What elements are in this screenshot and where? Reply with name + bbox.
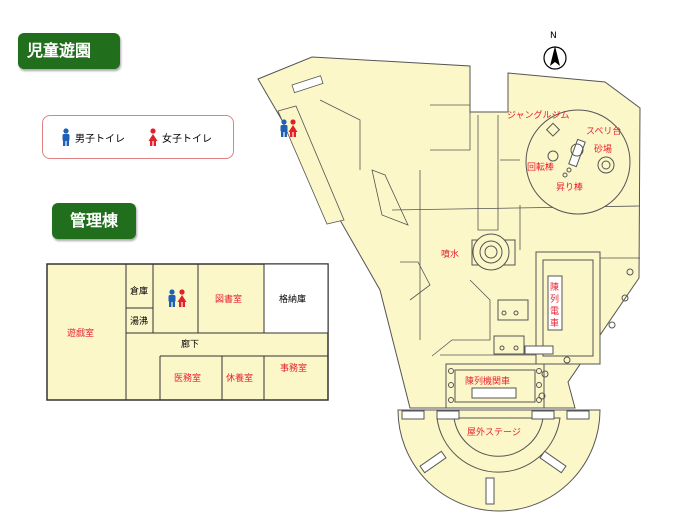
room-boiler: 湯沸	[130, 315, 148, 327]
outdoor-stage: 屋外ステージ	[397, 409, 601, 512]
room-library: 図書室	[215, 293, 242, 305]
label-locomotive: 陳列機関車	[465, 375, 510, 387]
train-car-exhibit: 陳列電車	[493, 251, 601, 365]
park-title-badge: 児童遊園	[18, 33, 120, 69]
male-toilet-icon	[62, 128, 70, 146]
label-sandbox: 砂場	[594, 143, 612, 155]
compass-n-label: N	[550, 31, 557, 41]
female-toilet-icon	[148, 128, 158, 146]
admin-building: 遊戯室 倉庫 湯沸 図書室 格納庫 廊下 医務室 休養室 事務室	[46, 263, 329, 401]
toilet-legend: 男子トイレ 女子トイレ	[42, 115, 234, 159]
label-rotating-bar: 回転棒	[527, 161, 554, 173]
fountain: 噴水	[441, 233, 516, 271]
legend-female: 女子トイレ	[148, 128, 212, 146]
room-playroom: 遊戯室	[67, 327, 94, 339]
room-rest: 休養室	[226, 372, 253, 384]
room-storage: 倉庫	[130, 285, 148, 297]
playground: ジャングルジム スベリ台 砂場 回転棒 昇り棒	[507, 109, 631, 215]
benches	[538, 268, 634, 400]
room-corridor: 廊下	[181, 338, 199, 350]
label-jungle-gym: ジャングルジム	[507, 109, 570, 121]
legend-male-label: 男子トイレ	[75, 133, 125, 145]
label-stage: 屋外ステージ	[467, 426, 521, 438]
room-warehouse: 格納庫	[279, 293, 306, 305]
label-climbing-pole: 昇り棒	[556, 181, 583, 193]
room-medical: 医務室	[174, 372, 201, 384]
legend-male: 男子トイレ	[61, 128, 125, 146]
admin-building-title-badge: 管理棟	[52, 203, 136, 239]
label-slide: スベリ台	[586, 125, 621, 137]
legend-female-label: 女子トイレ	[162, 133, 212, 145]
north-compass: N	[543, 31, 567, 70]
label-train-car: 陳列電車	[550, 282, 559, 329]
locomotive-exhibit: 陳列機関車	[445, 363, 545, 409]
label-fountain: 噴水	[441, 248, 459, 260]
room-office: 事務室	[280, 362, 307, 374]
